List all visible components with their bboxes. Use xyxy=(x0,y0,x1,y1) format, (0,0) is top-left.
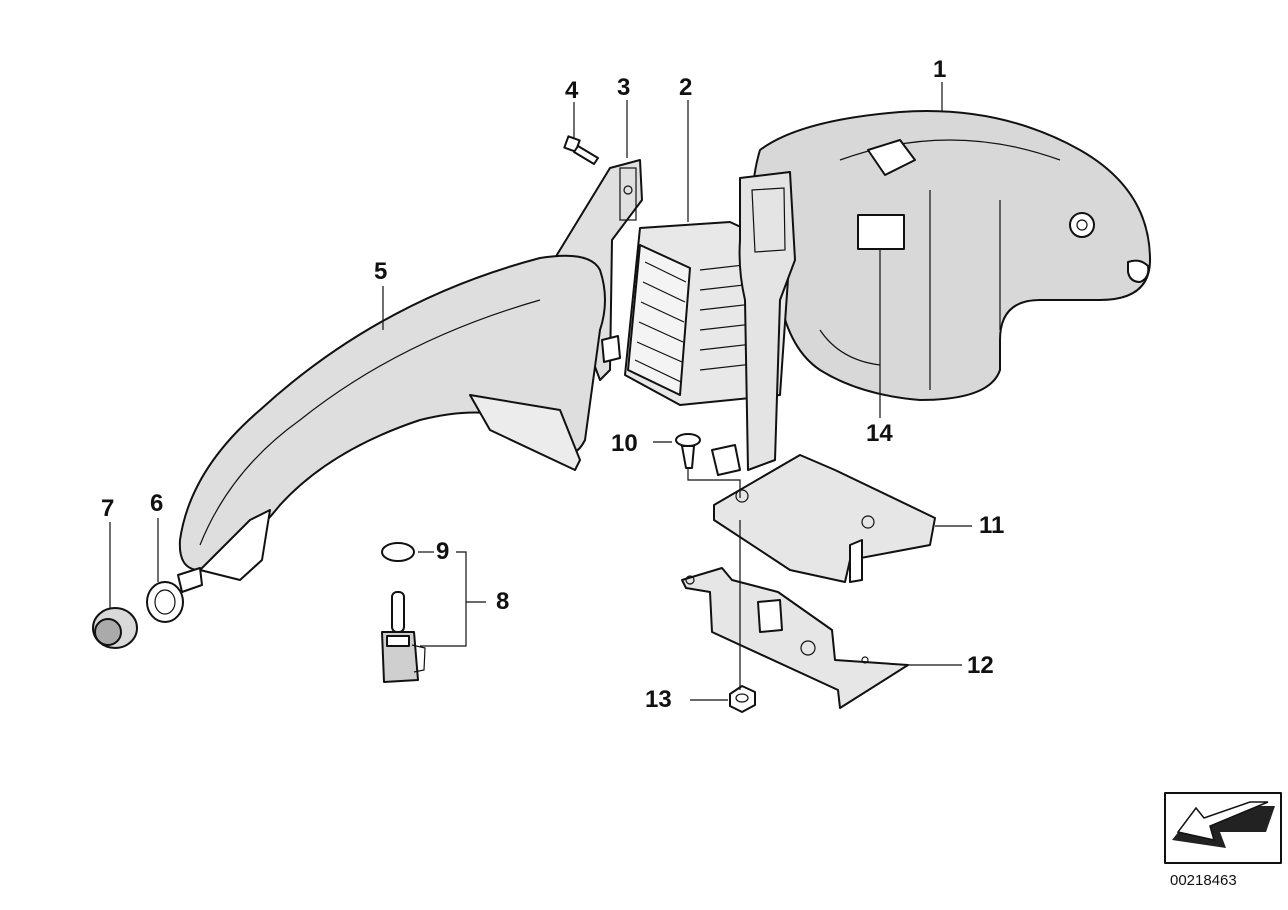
callout-4: 4 xyxy=(565,77,579,104)
part-filter-frame xyxy=(711,171,796,476)
callout-11: 11 xyxy=(979,512,1005,539)
part-intake-duct xyxy=(177,254,606,593)
callout-7: 7 xyxy=(101,495,115,522)
part-air-box-housing xyxy=(751,110,1151,401)
callout-13: 13 xyxy=(645,686,672,713)
leader-lines xyxy=(109,82,972,701)
callout-8: 8 xyxy=(496,588,510,615)
part-label-sticker xyxy=(857,214,905,250)
callout-5: 5 xyxy=(374,258,388,285)
callout-1: 1 xyxy=(933,56,947,83)
callout-12: 12 xyxy=(967,652,994,679)
callout-9: 9 xyxy=(436,538,450,565)
part-screw-10 xyxy=(675,433,701,469)
callout-2: 2 xyxy=(679,74,693,101)
callout-14: 14 xyxy=(866,420,893,447)
callout-6: 6 xyxy=(150,490,164,517)
part-nut xyxy=(729,685,756,713)
document-number: 00218463 xyxy=(1170,872,1237,889)
callout-3: 3 xyxy=(617,74,631,101)
part-grommet-ring xyxy=(146,581,184,623)
part-mounting-plate xyxy=(713,454,936,583)
part-plug xyxy=(92,607,138,649)
part-screw-4 xyxy=(563,135,599,165)
arrow-reference-icon xyxy=(1164,792,1282,864)
part-temperature-sensor xyxy=(381,591,426,683)
callout-10: 10 xyxy=(611,430,638,457)
part-o-ring xyxy=(381,542,415,562)
part-lower-bracket xyxy=(681,567,909,709)
